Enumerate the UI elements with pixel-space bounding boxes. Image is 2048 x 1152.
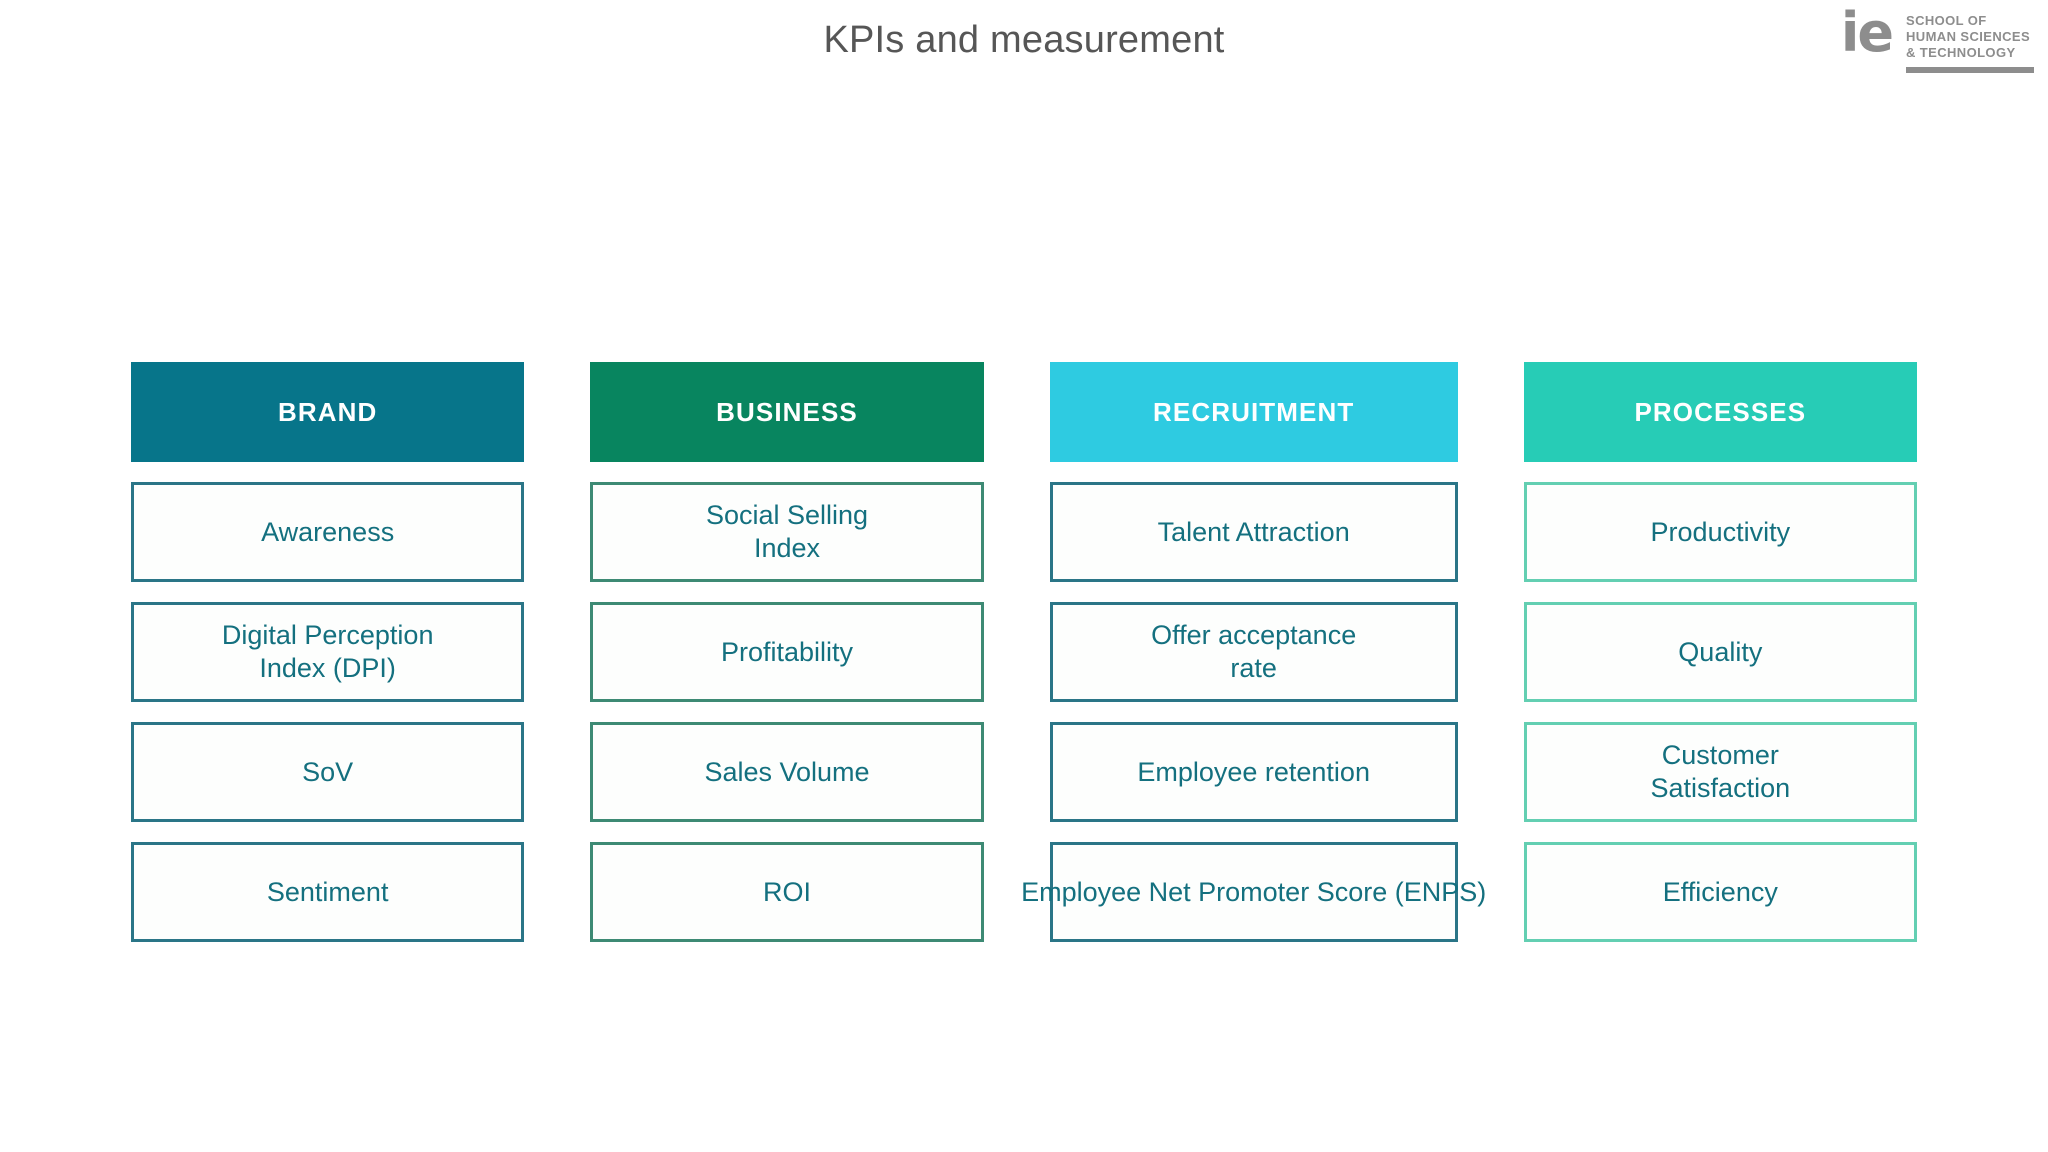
logo-line-2: HUMAN SCIENCES bbox=[1906, 28, 2031, 44]
column-header-recruitment: RECRUITMENT bbox=[1049, 362, 1458, 462]
kpi-cell[interactable]: Social Selling Index bbox=[590, 482, 984, 582]
kpi-cell[interactable]: Offer acceptance rate bbox=[1049, 602, 1458, 702]
kpi-cell[interactable]: Efficiency bbox=[1523, 842, 1917, 942]
kpi-cell[interactable]: Sentiment bbox=[131, 842, 525, 942]
logo-underline-bar bbox=[1906, 66, 2034, 73]
kpi-cell[interactable]: Awareness bbox=[131, 482, 525, 582]
kpi-column-processes: PROCESSES Productivity Quality Customer … bbox=[1523, 362, 1917, 942]
logo-line-1: SCHOOL OF bbox=[1906, 13, 1987, 28]
kpi-cell[interactable]: Quality bbox=[1523, 602, 1917, 702]
column-header-brand: BRAND bbox=[131, 362, 525, 462]
logo-line-3: & TECHNOLOGY bbox=[1906, 44, 2016, 60]
ie-logo: ie SCHOOL OF HUMAN SCIENCES & TECHNOLOGY bbox=[1840, 1, 2034, 73]
logo-wordmark: ie bbox=[1840, 1, 1894, 64]
kpi-table: BRAND Awareness Digital Perception Index… bbox=[131, 362, 1917, 942]
column-header-processes: PROCESSES bbox=[1523, 362, 1917, 462]
kpi-cell[interactable]: Productivity bbox=[1523, 482, 1917, 582]
kpi-cell[interactable]: Profitability bbox=[590, 602, 984, 702]
kpi-cell[interactable]: SoV bbox=[131, 722, 525, 822]
logo-subtitle: SCHOOL OF HUMAN SCIENCES & TECHNOLOGY bbox=[1906, 8, 2034, 73]
kpi-cell[interactable]: ROI bbox=[590, 842, 984, 942]
kpi-cell[interactable]: Employee Net Promoter Score (ENPS) bbox=[1021, 842, 1486, 942]
page-title: KPIs and measurement bbox=[823, 19, 1225, 61]
column-header-business: BUSINESS bbox=[590, 362, 984, 462]
kpi-cell[interactable]: Customer Satisfaction bbox=[1523, 722, 1917, 822]
kpi-column-business: BUSINESS Social Selling Index Profitabil… bbox=[590, 362, 984, 942]
kpi-cell[interactable]: Digital Perception Index (DPI) bbox=[131, 602, 525, 702]
kpi-column-brand: BRAND Awareness Digital Perception Index… bbox=[131, 362, 525, 942]
kpi-cell[interactable]: Employee retention bbox=[1049, 722, 1458, 822]
kpi-cell[interactable]: Talent Attraction bbox=[1049, 482, 1458, 582]
kpi-cell[interactable]: Sales Volume bbox=[590, 722, 984, 822]
kpi-column-recruitment: RECRUITMENT Talent Attraction Offer acce… bbox=[1021, 362, 1486, 942]
